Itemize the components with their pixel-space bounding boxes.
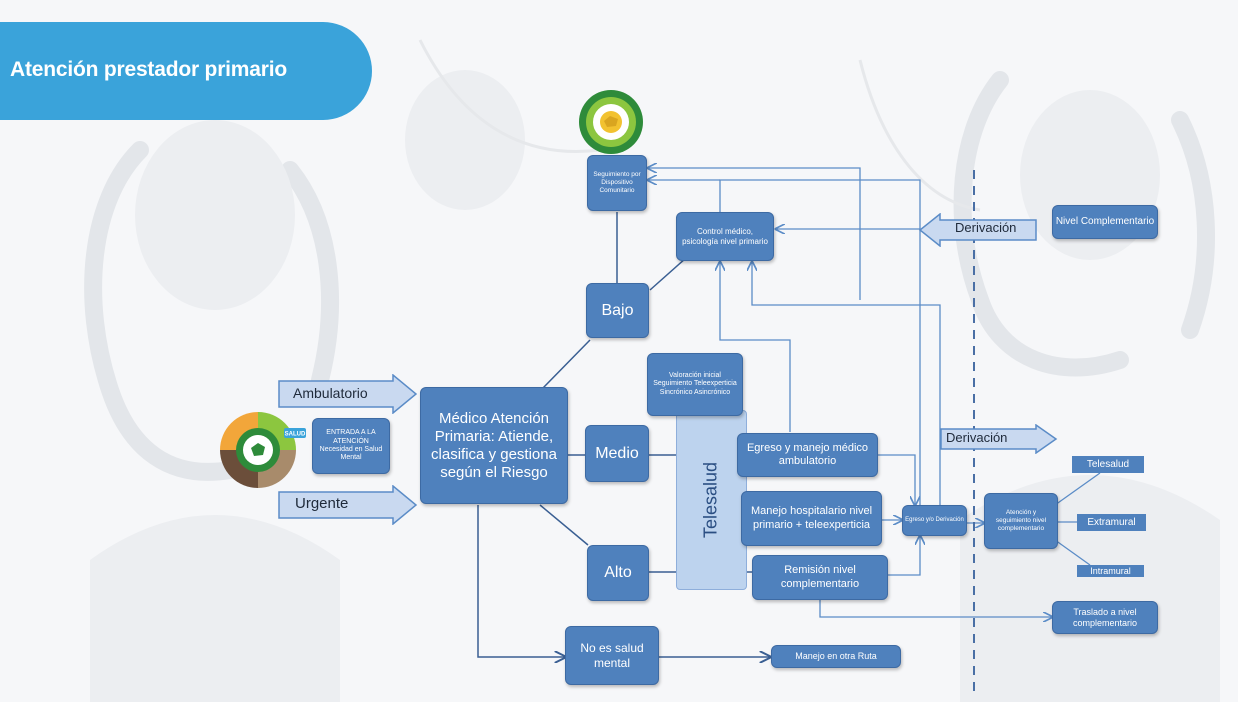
urgente-label: Urgente <box>295 495 349 512</box>
risk-medio-box: Medio <box>585 425 649 482</box>
derivacion-out-label: Derivación <box>946 430 1008 445</box>
remision-box: Remisión nivel complementario <box>752 555 888 600</box>
telesalud-vertical-label: Telesalud <box>700 461 721 539</box>
manejo-otra-ruta-box: Manejo en otra Ruta <box>771 645 901 668</box>
manejo-hospitalario-box: Manejo hospitalario nivel primario + tel… <box>741 491 882 546</box>
intramural-option-box: Intramural <box>1077 565 1144 577</box>
ambulatorio-arrow <box>278 374 418 414</box>
nivel-complementario-box: Nivel Complementario <box>1052 205 1158 239</box>
derivacion-in-arrow <box>918 213 1037 247</box>
model-ring-logo <box>579 90 643 154</box>
logo-badge-text: SALUD <box>285 432 306 438</box>
ambulatorio-label: Ambulatorio <box>293 385 368 401</box>
no-salud-mental-box: No es salud mental <box>565 626 659 685</box>
risk-alto-box: Alto <box>587 545 649 601</box>
traslado-box: Traslado a nivel complementario <box>1052 601 1158 634</box>
control-medico-box: Control médico, psicología nivel primari… <box>676 212 774 261</box>
title-banner <box>0 22 372 120</box>
valoracion-inicial-box: Valoración inicial Seguimiento Teleexper… <box>647 353 743 416</box>
entrada-atencion-box: ENTRADA A LA ATENCIÓN Necesidad en Salud… <box>312 418 390 474</box>
page-title: Atención prestador primario <box>10 58 287 81</box>
extramural-option-box: Extramural <box>1077 514 1146 531</box>
medico-atencion-box: Médico Atención Primaria: Atiende, clasi… <box>420 387 568 504</box>
telesalud-option-box: Telesalud <box>1072 456 1144 473</box>
urgente-arrow <box>278 485 418 525</box>
entry-ring-logo: SALUD <box>220 412 306 488</box>
seguimiento-dispositivo-box: Seguimiento por Dispositivo Comunitario <box>587 155 647 211</box>
risk-bajo-box: Bajo <box>586 283 649 338</box>
atencion-seguimiento-box: Atención y seguimiento nivel complementa… <box>984 493 1058 549</box>
derivacion-out-arrow <box>940 424 1058 454</box>
egreso-derivacion-box: Egreso y/o Derivación <box>902 505 967 536</box>
egreso-manejo-box: Egreso y manejo médico ambulatorio <box>737 433 878 477</box>
derivacion-in-label: Derivación <box>955 220 1017 235</box>
